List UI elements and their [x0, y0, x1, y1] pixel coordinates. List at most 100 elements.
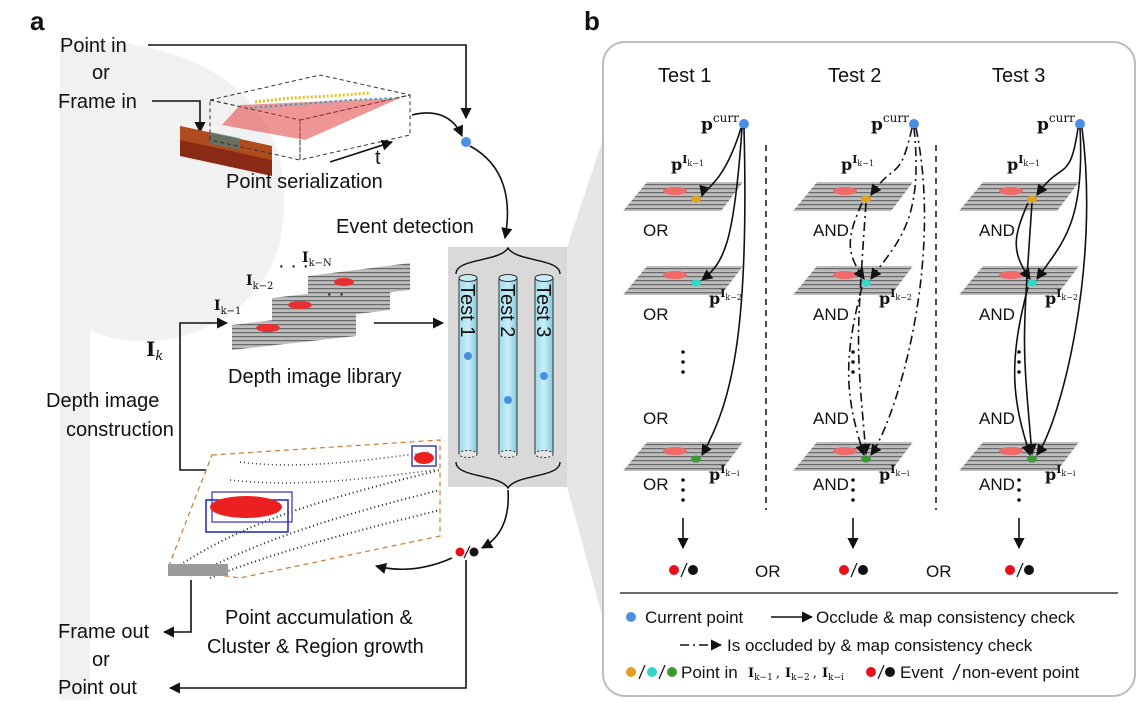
- result-nonevent-dot: [1024, 565, 1034, 575]
- frame-point-3: [1027, 455, 1037, 463]
- frame-in-label: Frame in: [58, 91, 137, 113]
- p-frame-label: pIk−i: [879, 463, 910, 484]
- brace-bottom: [455, 461, 561, 490]
- check-arrow: [870, 127, 917, 280]
- current-point: [909, 119, 919, 129]
- operator-label: AND: [979, 475, 1015, 494]
- check-arrow: [1036, 127, 1088, 456]
- operator-label: AND: [979, 409, 1015, 428]
- legend-frame1-dot: [626, 667, 636, 677]
- test-3-title: Test 3: [992, 65, 1045, 87]
- chain-arrow: [849, 202, 865, 280]
- depth-slab: [959, 266, 1079, 295]
- depth-image-library-label: Depth image library: [228, 366, 401, 388]
- lib-label-k-1: Ik−1: [214, 298, 241, 317]
- panel-b: b Test 1 Test 2 Test 3 pcurrpIk−1pIk−2pI…: [584, 6, 1136, 697]
- test-2-title: Test 2: [828, 65, 881, 87]
- depth-image-library: [232, 263, 410, 350]
- ellipsis-dot: [681, 478, 685, 482]
- slab-object: [833, 271, 857, 279]
- legend: Current point Occlude & map consistency …: [626, 608, 1079, 683]
- point-in-arrow: [148, 44, 472, 120]
- output-event-marker: [455, 545, 479, 559]
- legend-event-dot: [866, 667, 876, 677]
- result-slash: [680, 562, 688, 578]
- ellipsis-dot: [851, 478, 855, 482]
- p-curr-label: pcurr: [701, 111, 739, 135]
- frame-out-label: Frame out: [58, 621, 150, 643]
- ellipsis-dot: [681, 498, 685, 502]
- cylinder-test-3: [534, 274, 554, 458]
- result-event-dot: [839, 565, 849, 575]
- result-nonevent-dot: [858, 565, 868, 575]
- cylinder-test-2: [498, 274, 518, 458]
- result-nonevent-dot: [688, 565, 698, 575]
- cylinder-test-1: [458, 274, 478, 458]
- ellipsis-dot: [681, 370, 685, 374]
- frame-point-3: [691, 455, 701, 463]
- chain-arrow: [1013, 286, 1033, 457]
- p-frame-label: pIk−i: [709, 463, 740, 484]
- legend-frame2-dot: [647, 667, 657, 677]
- between-op-1: OR: [755, 562, 781, 581]
- ellipsis-dot: [851, 360, 855, 364]
- depth-slab: [623, 182, 743, 211]
- current-point: [1075, 119, 1085, 129]
- brace-top: [455, 246, 561, 275]
- tests-to-output-arrow: [481, 489, 510, 549]
- slab-object: [663, 271, 687, 279]
- depth-image-construction-label-2: construction: [66, 419, 174, 441]
- operator-label: OR: [643, 305, 669, 324]
- point-out-arrow: [168, 560, 467, 694]
- panel-b-letter: b: [584, 6, 600, 36]
- operator-label: AND: [813, 221, 849, 240]
- ik-label: Ik: [146, 337, 163, 364]
- operator-label: AND: [979, 221, 1015, 240]
- p-frame-label: pIk−1: [671, 153, 704, 174]
- event-detection-label: Event detection: [336, 216, 474, 238]
- serialized-point-node: [461, 137, 471, 147]
- lib-label-k-n: Ik−N: [302, 250, 332, 269]
- check-arrow: [699, 127, 742, 198]
- frame-point-2: [691, 279, 701, 287]
- check-arrow: [1036, 127, 1082, 280]
- point-cloud-scene: [167, 439, 441, 579]
- depth-slab: [623, 442, 743, 471]
- legend-current-dot: [626, 612, 636, 622]
- legend-nonevent-dot: [885, 667, 895, 677]
- p-frame-label: pIk−1: [841, 153, 874, 174]
- check-arrow: [870, 127, 926, 456]
- ellipsis-dot: [1017, 370, 1021, 374]
- chain-arrow: [847, 286, 867, 457]
- legend-slash-3: [877, 664, 885, 680]
- legend-slash-2: [658, 664, 666, 680]
- slab-object: [833, 187, 857, 195]
- depth-slab: [793, 266, 913, 295]
- p-curr-label: pcurr: [871, 111, 909, 135]
- operator-label: AND: [813, 475, 849, 494]
- frame-point-1: [1027, 195, 1037, 203]
- p-frame-label: pIk−1: [1007, 153, 1040, 174]
- depth-image-construction-label-1: Depth image: [46, 390, 159, 412]
- time-label: t: [375, 147, 381, 169]
- legend-slash-4: [952, 663, 961, 681]
- legend-non-event: non-event point: [962, 663, 1079, 682]
- lib-label-k-2: Ik−2: [246, 273, 273, 292]
- serialization-arrow: [411, 112, 464, 138]
- time-arrow: [329, 139, 394, 163]
- test-1-title: Test 1: [658, 65, 711, 87]
- depth-slab: [793, 182, 913, 211]
- result-event-dot: [669, 565, 679, 575]
- legend-occluded-by-check: Is occluded by & map consistency check: [727, 636, 1033, 655]
- depth-slab: [793, 442, 913, 471]
- zoom-connector: [567, 115, 611, 648]
- point-in-label: Point in: [60, 35, 127, 57]
- point-serialization-label: Point serialization: [226, 171, 383, 193]
- frame-point-2: [1027, 279, 1037, 287]
- ellipsis-dot: [1017, 498, 1021, 502]
- ellipsis-dot: [1017, 488, 1021, 492]
- frame-point-3: [861, 455, 871, 463]
